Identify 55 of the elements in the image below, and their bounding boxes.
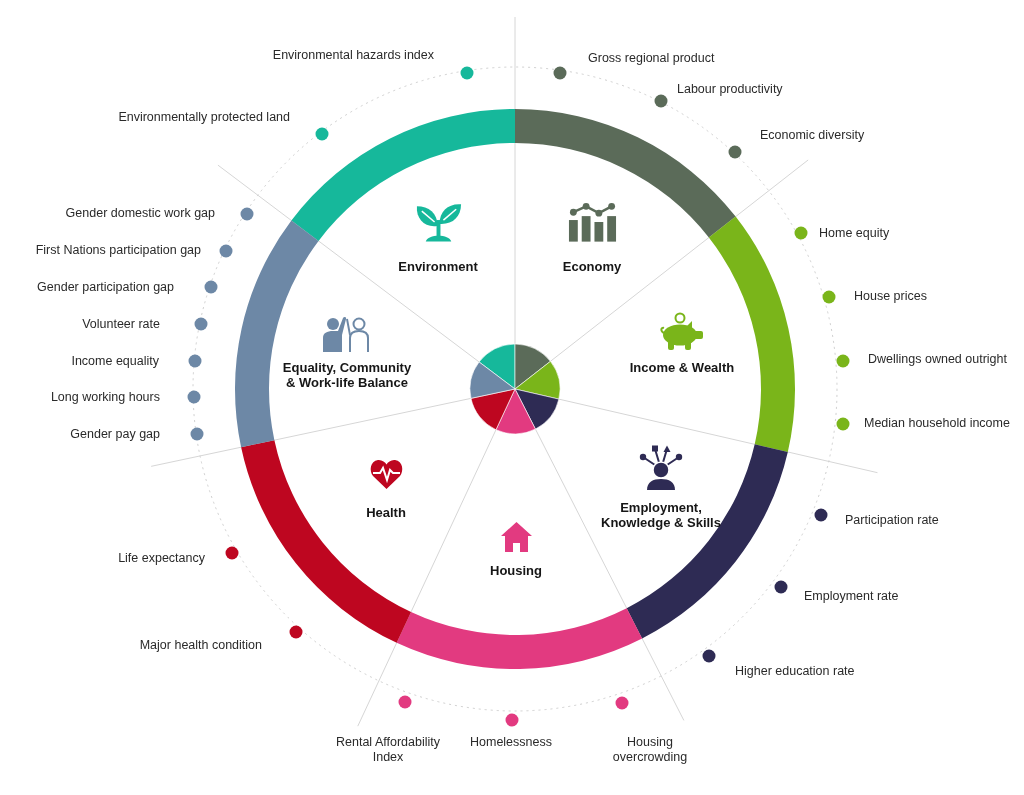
dot-icon xyxy=(553,66,567,80)
indicator-label: Labour productivity xyxy=(677,81,783,97)
dot-icon xyxy=(187,390,201,404)
indicator-label: Gender participation gap xyxy=(37,279,174,295)
indicator-label: Major health condition xyxy=(139,637,262,653)
indicator-label: Rental Affordability Index xyxy=(335,735,441,765)
dot-icon xyxy=(460,66,474,80)
dot-icon xyxy=(615,696,629,710)
dot-icon xyxy=(190,427,204,441)
dot-icon xyxy=(188,354,202,368)
dot-icon xyxy=(702,649,716,663)
category-label: Environment xyxy=(398,259,478,274)
dot-icon xyxy=(315,127,329,141)
indicator-label: Homelessness xyxy=(469,735,553,750)
indicator-label: Gross regional product xyxy=(588,50,715,66)
indicator-label: Volunteer rate xyxy=(82,316,160,332)
dot-icon xyxy=(822,290,836,304)
category-label: Equality, Community & Work-life Balance xyxy=(281,360,413,390)
indicator-label: Gender domestic work gap xyxy=(65,205,215,221)
category-label: Income & Wealth xyxy=(629,360,735,375)
indicator-label: Housing overcrowding xyxy=(611,735,689,765)
category-label: Housing xyxy=(490,563,542,578)
indicator-label: Employment rate xyxy=(804,588,899,604)
indicator-label: First Nations participation gap xyxy=(35,242,201,258)
dot-icon xyxy=(505,713,519,727)
dot-icon xyxy=(289,625,303,639)
dot-icon xyxy=(836,354,850,368)
category-label: Economy xyxy=(562,259,622,274)
dot-icon xyxy=(836,417,850,431)
dot-icon xyxy=(728,145,742,159)
dot-icon xyxy=(814,508,828,522)
category-label: Health xyxy=(366,505,406,520)
dot-icon xyxy=(219,244,233,258)
dot-icon xyxy=(204,280,218,294)
indicator-label: Home equity xyxy=(819,225,890,241)
indicator-label: Economic diversity xyxy=(760,127,865,143)
dot-icon xyxy=(774,580,788,594)
indicator-label: Life expectancy xyxy=(118,550,205,566)
indicator-label: Median household income xyxy=(864,415,1010,431)
dot-icon xyxy=(794,226,808,240)
indicator-label: Environmental hazards index xyxy=(272,47,434,63)
indicator-label: Dwellings owned outright xyxy=(868,351,1007,367)
dot-icon xyxy=(654,94,668,108)
indicator-label: Income equality xyxy=(71,353,159,369)
category-label: Employment, Knowledge & Skills xyxy=(600,500,722,530)
dot-icon xyxy=(398,695,412,709)
indicator-label: Long working hours xyxy=(50,389,160,405)
indicator-label: Participation rate xyxy=(845,512,939,528)
dot-icon xyxy=(225,546,239,560)
dot-icon xyxy=(194,317,208,331)
indicator-label: House prices xyxy=(854,288,927,304)
indicator-label: Higher education rate xyxy=(735,663,855,679)
dot-icon xyxy=(240,207,254,221)
indicator-label: Environmentally protected land xyxy=(118,109,290,125)
indicator-label: Gender pay gap xyxy=(70,426,160,442)
